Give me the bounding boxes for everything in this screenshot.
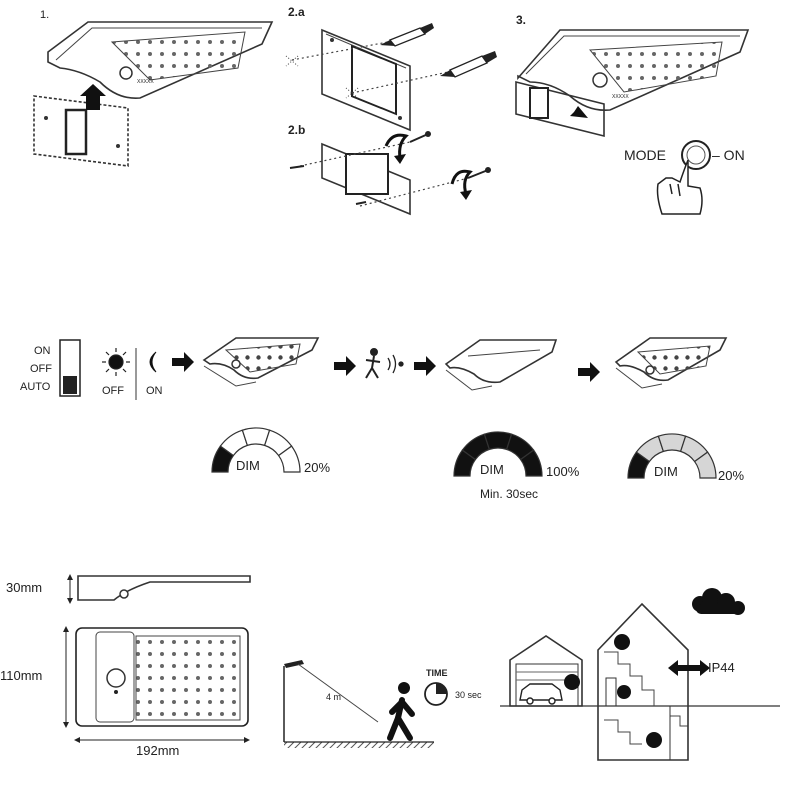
motion-wave-icon <box>387 354 404 374</box>
step-2a-label: 2.a <box>288 5 305 19</box>
gauge-level-label: 100% <box>546 464 580 479</box>
gauge-segment <box>519 449 543 477</box>
night-state-label: ON <box>146 385 163 397</box>
step-3-label: 3. <box>516 13 526 27</box>
rotate-arrow-icon <box>384 133 409 164</box>
gauge-dim-label: DIM <box>480 462 504 477</box>
switch-off-label: OFF <box>30 363 52 375</box>
on-label: – ON <box>712 147 745 163</box>
lamp-icon <box>284 660 304 668</box>
brightness-gauge: DIM 20% <box>211 427 330 475</box>
switch-on-label: ON <box>34 345 51 357</box>
lamp-position-marker <box>646 732 662 748</box>
screw-icon <box>409 131 431 143</box>
step-2a-illustration <box>285 23 497 132</box>
step-1-illustration: XXXXX <box>33 21 274 167</box>
sun-icon <box>102 348 130 376</box>
arrow-down-icon <box>560 96 588 118</box>
detection-distance-label: 4 m <box>326 692 341 702</box>
gauge-level-label: 20% <box>304 460 330 475</box>
width-dimension-label: 110mm <box>0 668 42 683</box>
lamp-state-dim-2 <box>614 337 728 389</box>
gauge-note-label: Min. 30sec <box>480 487 538 501</box>
length-dimension-label: 192mm <box>136 743 179 758</box>
lamp-position-marker <box>617 685 631 699</box>
lamp-position-marker <box>564 674 580 690</box>
ip-rating-label: IP44 <box>708 660 735 675</box>
step-2b-label: 2.b <box>288 123 305 137</box>
pencil-icon <box>380 23 434 47</box>
dimension-front-view: 110mm 192mm <box>0 626 250 758</box>
step-1-label: 1. <box>40 9 49 21</box>
mode-switch-illustration: MODE – ON <box>624 140 745 215</box>
brightness-gauges: DIM 20% DIM 100% Min. 30sec DIM 20% <box>211 427 744 501</box>
timer-value: 30 sec <box>455 690 482 700</box>
hand-icon <box>656 159 703 215</box>
screw-icon <box>467 167 491 179</box>
rotate-arrow-icon <box>450 169 473 200</box>
mode-selector-switch: ON OFF AUTO <box>20 339 81 397</box>
double-arrow-icon <box>668 660 710 676</box>
mode-button <box>681 140 711 170</box>
gauge-dim-label: DIM <box>236 458 260 473</box>
lamp-position-marker <box>614 634 630 650</box>
timer-icon <box>424 682 448 706</box>
svg-text:XXXXX: XXXXX <box>137 79 154 85</box>
gauge-segment <box>277 445 301 473</box>
arrow-up-icon <box>80 84 106 110</box>
gauge-segment <box>693 451 717 479</box>
lamp-state-bright <box>444 339 558 391</box>
step-2b-illustration <box>289 131 491 216</box>
step-3-illustration: XXXXX <box>515 29 750 138</box>
brightness-gauge: DIM 20% <box>627 433 744 483</box>
arrow-right-icon <box>172 352 194 372</box>
brightness-gauge: DIM 100% Min. 30sec <box>453 431 580 501</box>
timer-label: TIME <box>426 668 448 678</box>
detection-range-diagram: 4 m TIME 30 sec <box>283 660 482 748</box>
moon-icon <box>149 351 157 373</box>
walking-person-icon <box>387 682 415 741</box>
arrow-right-icon <box>414 356 436 376</box>
svg-text:XXXXX: XXXXX <box>612 94 629 100</box>
switch-auto-label: AUTO <box>20 381 51 393</box>
gauge-level-label: 20% <box>718 468 744 483</box>
walking-person-icon <box>365 348 381 379</box>
mode-label: MODE <box>624 147 666 163</box>
day-state-label: OFF <box>102 385 124 397</box>
cloud-icon <box>692 588 745 615</box>
gauge-dim-label: DIM <box>654 464 678 479</box>
dimension-side-view: 30mm <box>6 574 251 604</box>
height-dimension-label: 30mm <box>6 580 42 595</box>
lamp-state-dim-1 <box>202 337 320 387</box>
arrow-right-icon <box>334 356 356 376</box>
motion-sensor-trigger <box>334 348 436 379</box>
light-sensor-states: OFF ON <box>102 348 163 400</box>
car-icon <box>519 683 563 705</box>
arrow-right-icon <box>578 362 600 382</box>
house-placement-diagram: IP44 <box>500 588 780 761</box>
pencil-icon <box>440 51 497 78</box>
